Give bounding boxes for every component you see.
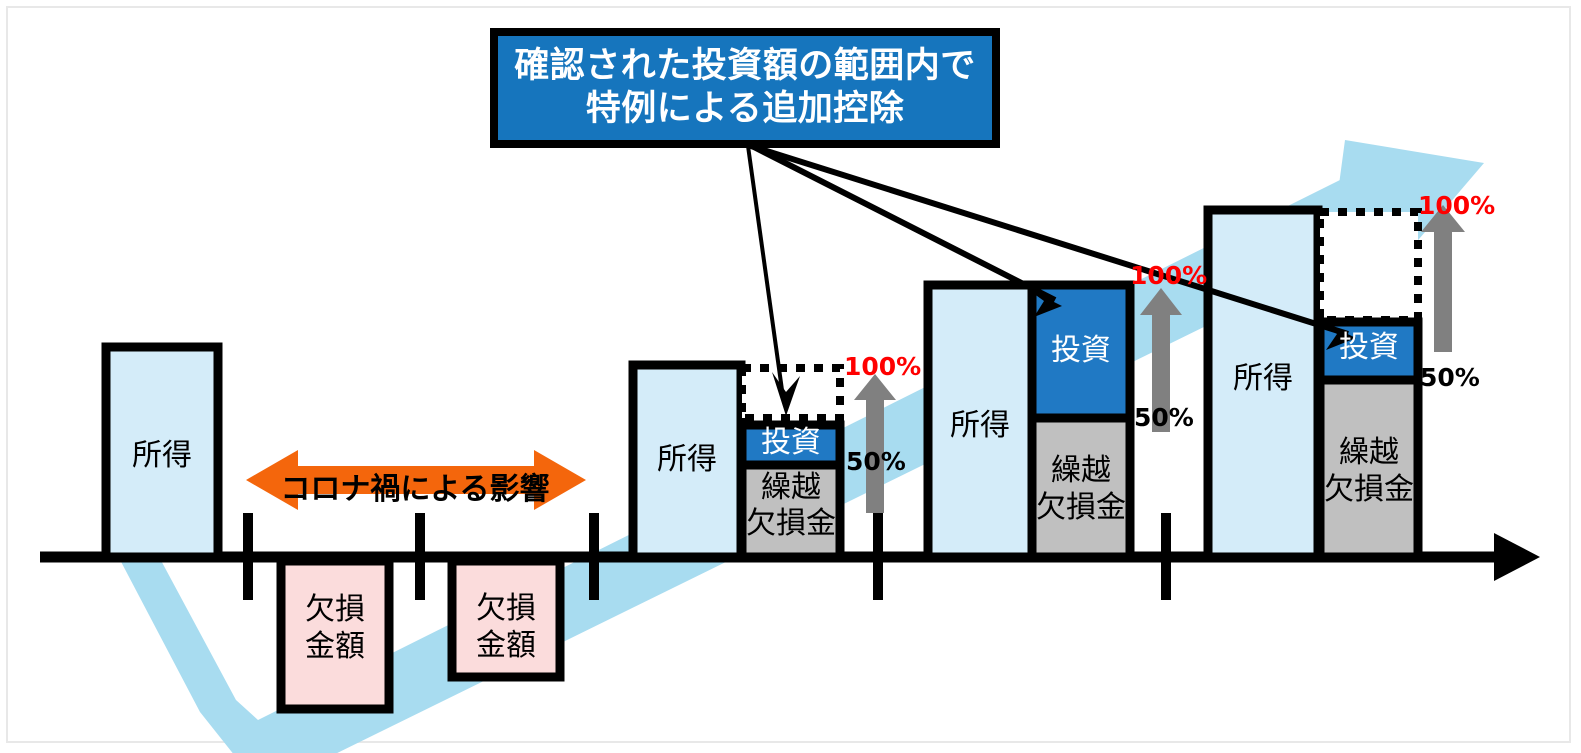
pct-label-50-5: 50% bbox=[1134, 403, 1194, 432]
pct-label-100-6: 100% bbox=[1418, 191, 1496, 220]
pct-label-100-4: 100% bbox=[844, 352, 922, 381]
bar-income-4 bbox=[628, 360, 746, 562]
bar-loss-2 bbox=[276, 556, 394, 714]
group-period-1 bbox=[101, 342, 223, 562]
bar-label-investment-6: 投資 bbox=[1339, 330, 1399, 365]
bar-label-carryover-6-line1: 繰越 bbox=[1339, 435, 1399, 470]
bar-label-carryover-4-line1: 繰越 bbox=[761, 470, 821, 505]
pct-label-50-6: 50% bbox=[1420, 363, 1480, 392]
bar-label-carryover-5-line1: 繰越 bbox=[1051, 453, 1111, 488]
dotted-extra-deduction-6 bbox=[1316, 208, 1422, 324]
bar-carryover-4 bbox=[737, 460, 845, 562]
bar-label-loss-2-line2: 金額 bbox=[305, 629, 365, 664]
callout-connectors bbox=[746, 142, 1356, 416]
up-arrow-icon-6 bbox=[1421, 205, 1465, 352]
bar-label-loss-3-line2: 金額 bbox=[476, 628, 536, 663]
group-period-2 bbox=[276, 556, 394, 714]
pct-label-50-4: 50% bbox=[846, 447, 906, 476]
connector-arrow-3 bbox=[1318, 320, 1356, 350]
bar-label-carryover-4-line2: 欠損金 bbox=[746, 506, 836, 541]
bar-carryover-6 bbox=[1315, 375, 1423, 562]
bar-label-income-1: 所得 bbox=[132, 438, 192, 473]
connector-line-3 bbox=[750, 143, 1349, 337]
bar-loss-3 bbox=[447, 556, 565, 682]
bar-income-6 bbox=[1203, 205, 1323, 562]
bar-label-carryover-6-line2: 欠損金 bbox=[1324, 472, 1414, 507]
connector-arrow-2 bbox=[1026, 288, 1062, 317]
covid-double-arrow bbox=[246, 450, 586, 510]
up-arrow-icon-5 bbox=[1140, 288, 1182, 432]
bar-label-income-5: 所得 bbox=[950, 408, 1010, 443]
bar-label-investment-5: 投資 bbox=[1051, 333, 1111, 368]
group-period-3 bbox=[447, 556, 565, 682]
pct-label-100-5: 100% bbox=[1130, 261, 1208, 290]
callout-box bbox=[490, 28, 1000, 148]
group-period-4 bbox=[628, 360, 896, 562]
bar-label-loss-3-line1: 欠損 bbox=[476, 591, 536, 626]
connector-arrow-1 bbox=[772, 372, 800, 416]
bar-label-investment-4: 投資 bbox=[761, 425, 821, 460]
up-arrow-icon-4 bbox=[854, 374, 896, 513]
bar-label-carryover-5-line2: 欠損金 bbox=[1036, 490, 1126, 525]
bar-carryover-5 bbox=[1027, 413, 1135, 562]
group-period-6 bbox=[1203, 205, 1465, 562]
bar-label-loss-2-line1: 欠損 bbox=[305, 592, 365, 627]
bar-income-1 bbox=[101, 342, 223, 562]
bar-label-income-4: 所得 bbox=[657, 442, 717, 477]
axis-ticks bbox=[243, 513, 1171, 600]
bar-label-income-6: 所得 bbox=[1233, 361, 1293, 396]
connector-line-2 bbox=[748, 142, 1057, 303]
connector-line-1 bbox=[746, 145, 784, 391]
